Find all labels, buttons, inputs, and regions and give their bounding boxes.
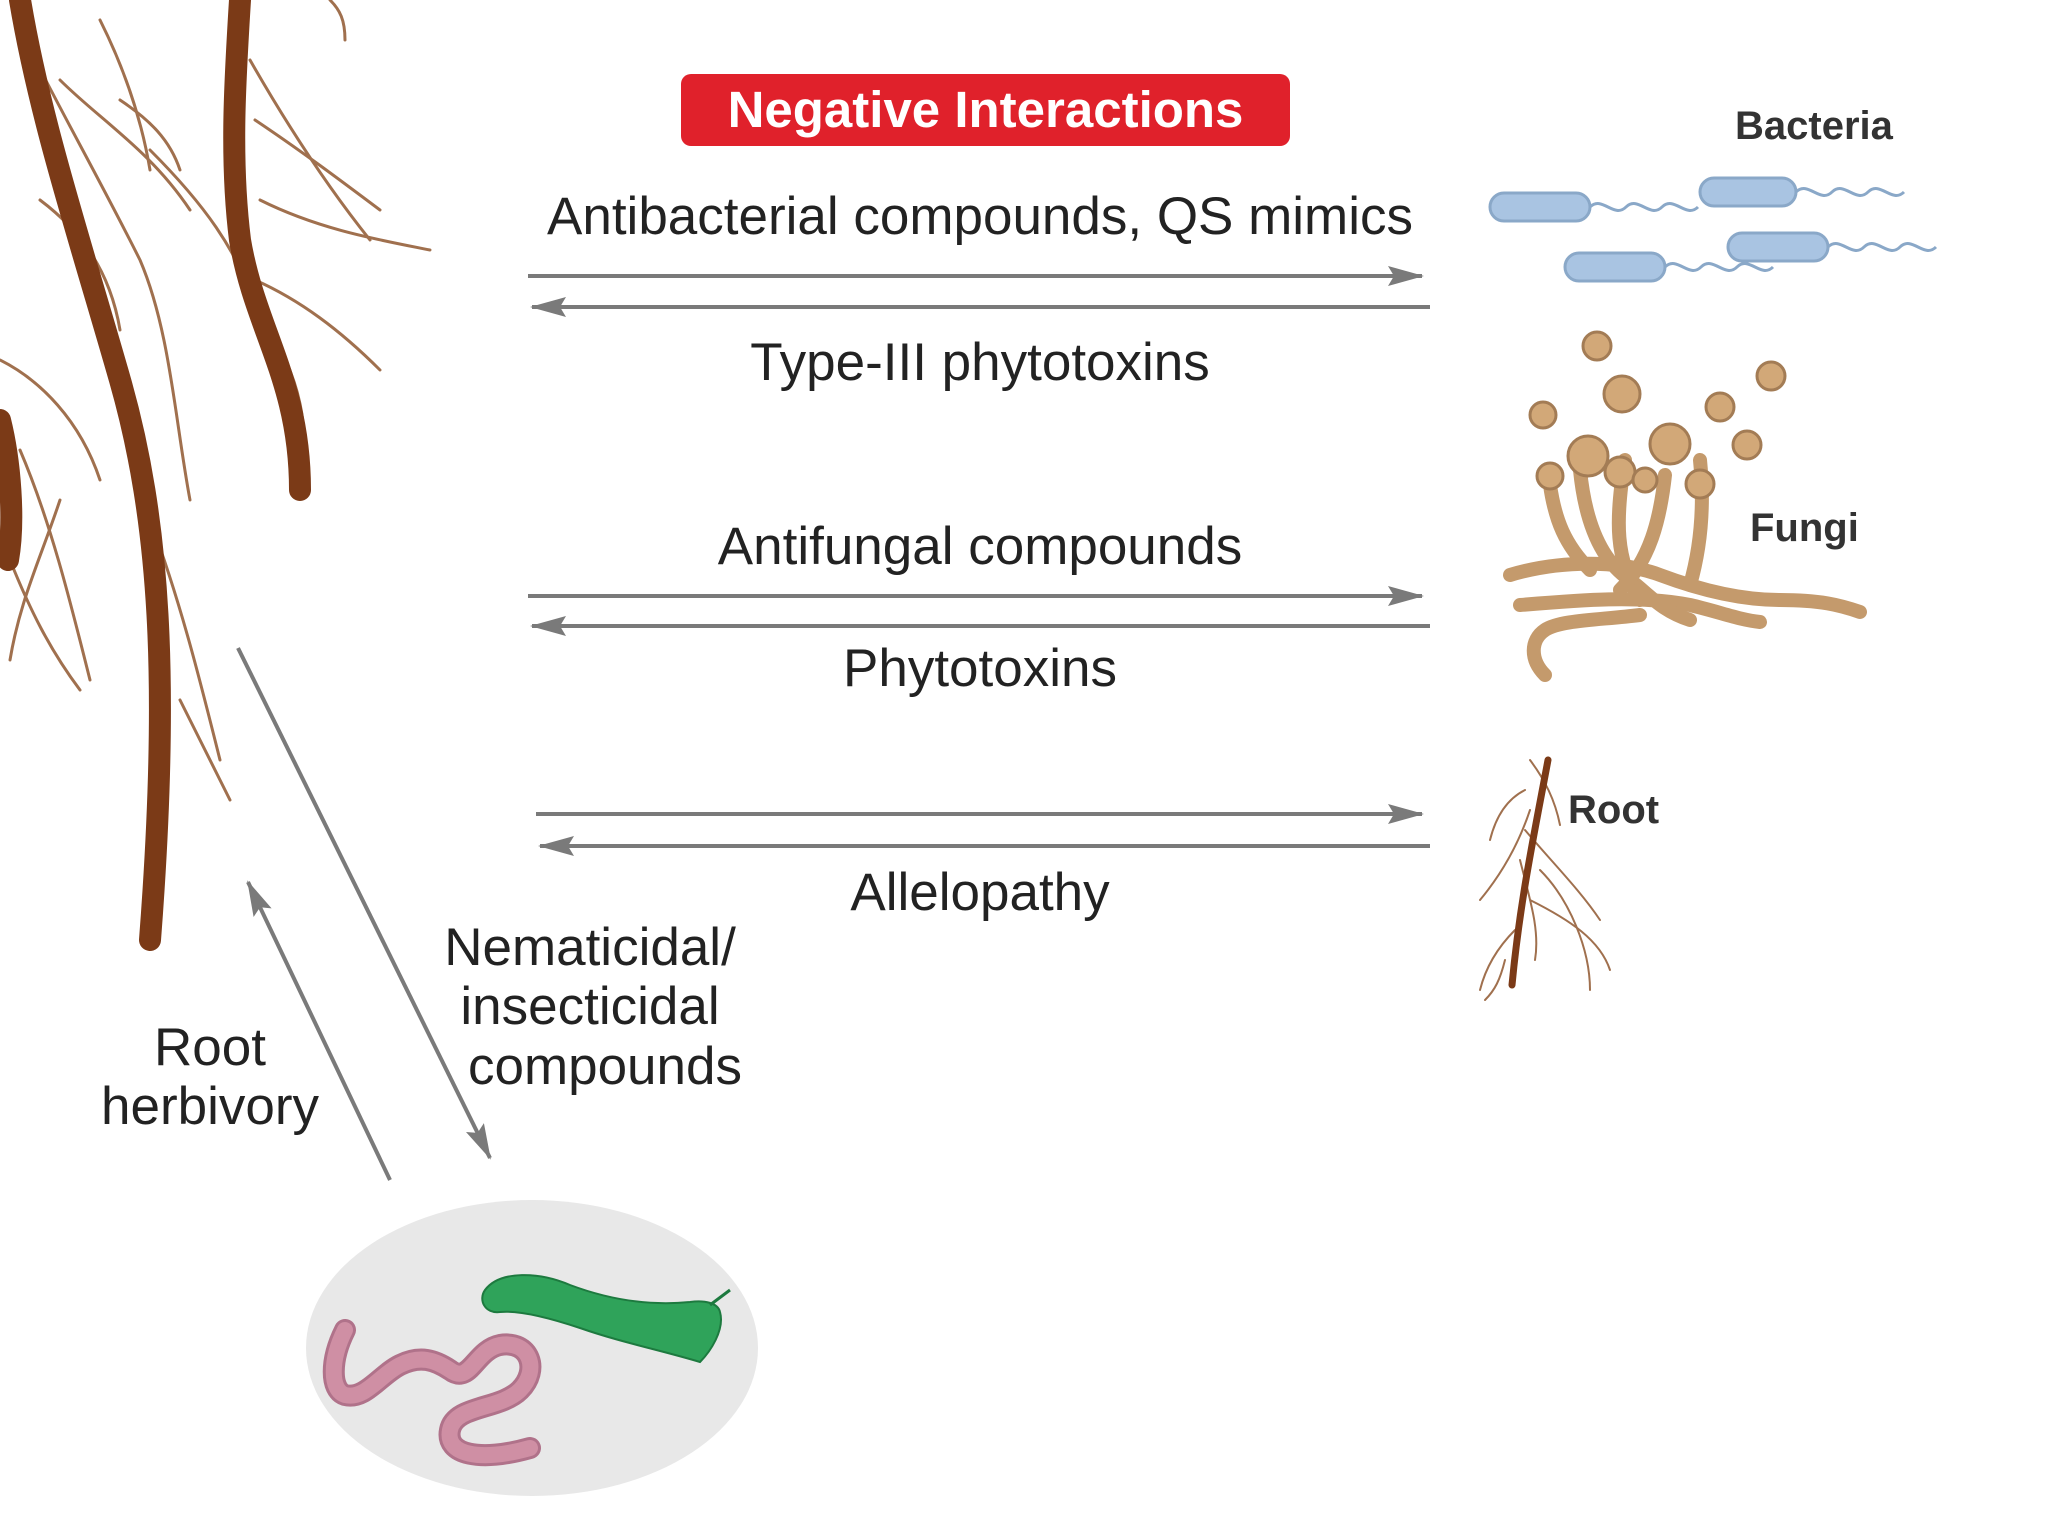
title-badge: Negative Interactions — [681, 74, 1290, 146]
arrow-nematicidal — [236, 647, 492, 1160]
small-root-illustration — [1479, 756, 1611, 1001]
label-nematicidal: Nematicidal/ insecticidal compounds — [405, 918, 775, 1096]
arrows — [236, 266, 1430, 1181]
label-phytotoxins: Phytotoxins — [843, 639, 1117, 698]
label-type-iii-phytotoxins: Type-III phytotoxins — [750, 333, 1210, 392]
bacteria-illustration — [1488, 176, 1938, 283]
bacteria-label: Bacteria — [1735, 104, 1893, 148]
root-label: Root — [1568, 788, 1660, 832]
label-root-herbivory-line-2: herbivory — [101, 1077, 319, 1137]
label-nematicidal-line-3: compounds — [467, 1036, 742, 1096]
label-antifungal: Antifungal compounds — [717, 517, 1243, 576]
fungi-illustration — [1503, 330, 1867, 682]
arrow-root-herbivory — [246, 880, 392, 1181]
label-nematicidal-line-1: Nematicidal/ — [444, 918, 736, 977]
fungi-label: Fungi — [1750, 506, 1859, 550]
plant-roots-illustration — [0, 0, 432, 951]
label-allelopathy: Allelopathy — [850, 863, 1110, 922]
label-root-herbivory: Root herbivory — [80, 1018, 340, 1137]
pests-illustration — [306, 1200, 758, 1496]
label-root-herbivory-line-1: Root — [154, 1018, 266, 1077]
label-antibacterial: Antibacterial compounds, QS mimics — [547, 187, 1413, 246]
label-nematicidal-line-2: insecticidal — [460, 977, 720, 1037]
